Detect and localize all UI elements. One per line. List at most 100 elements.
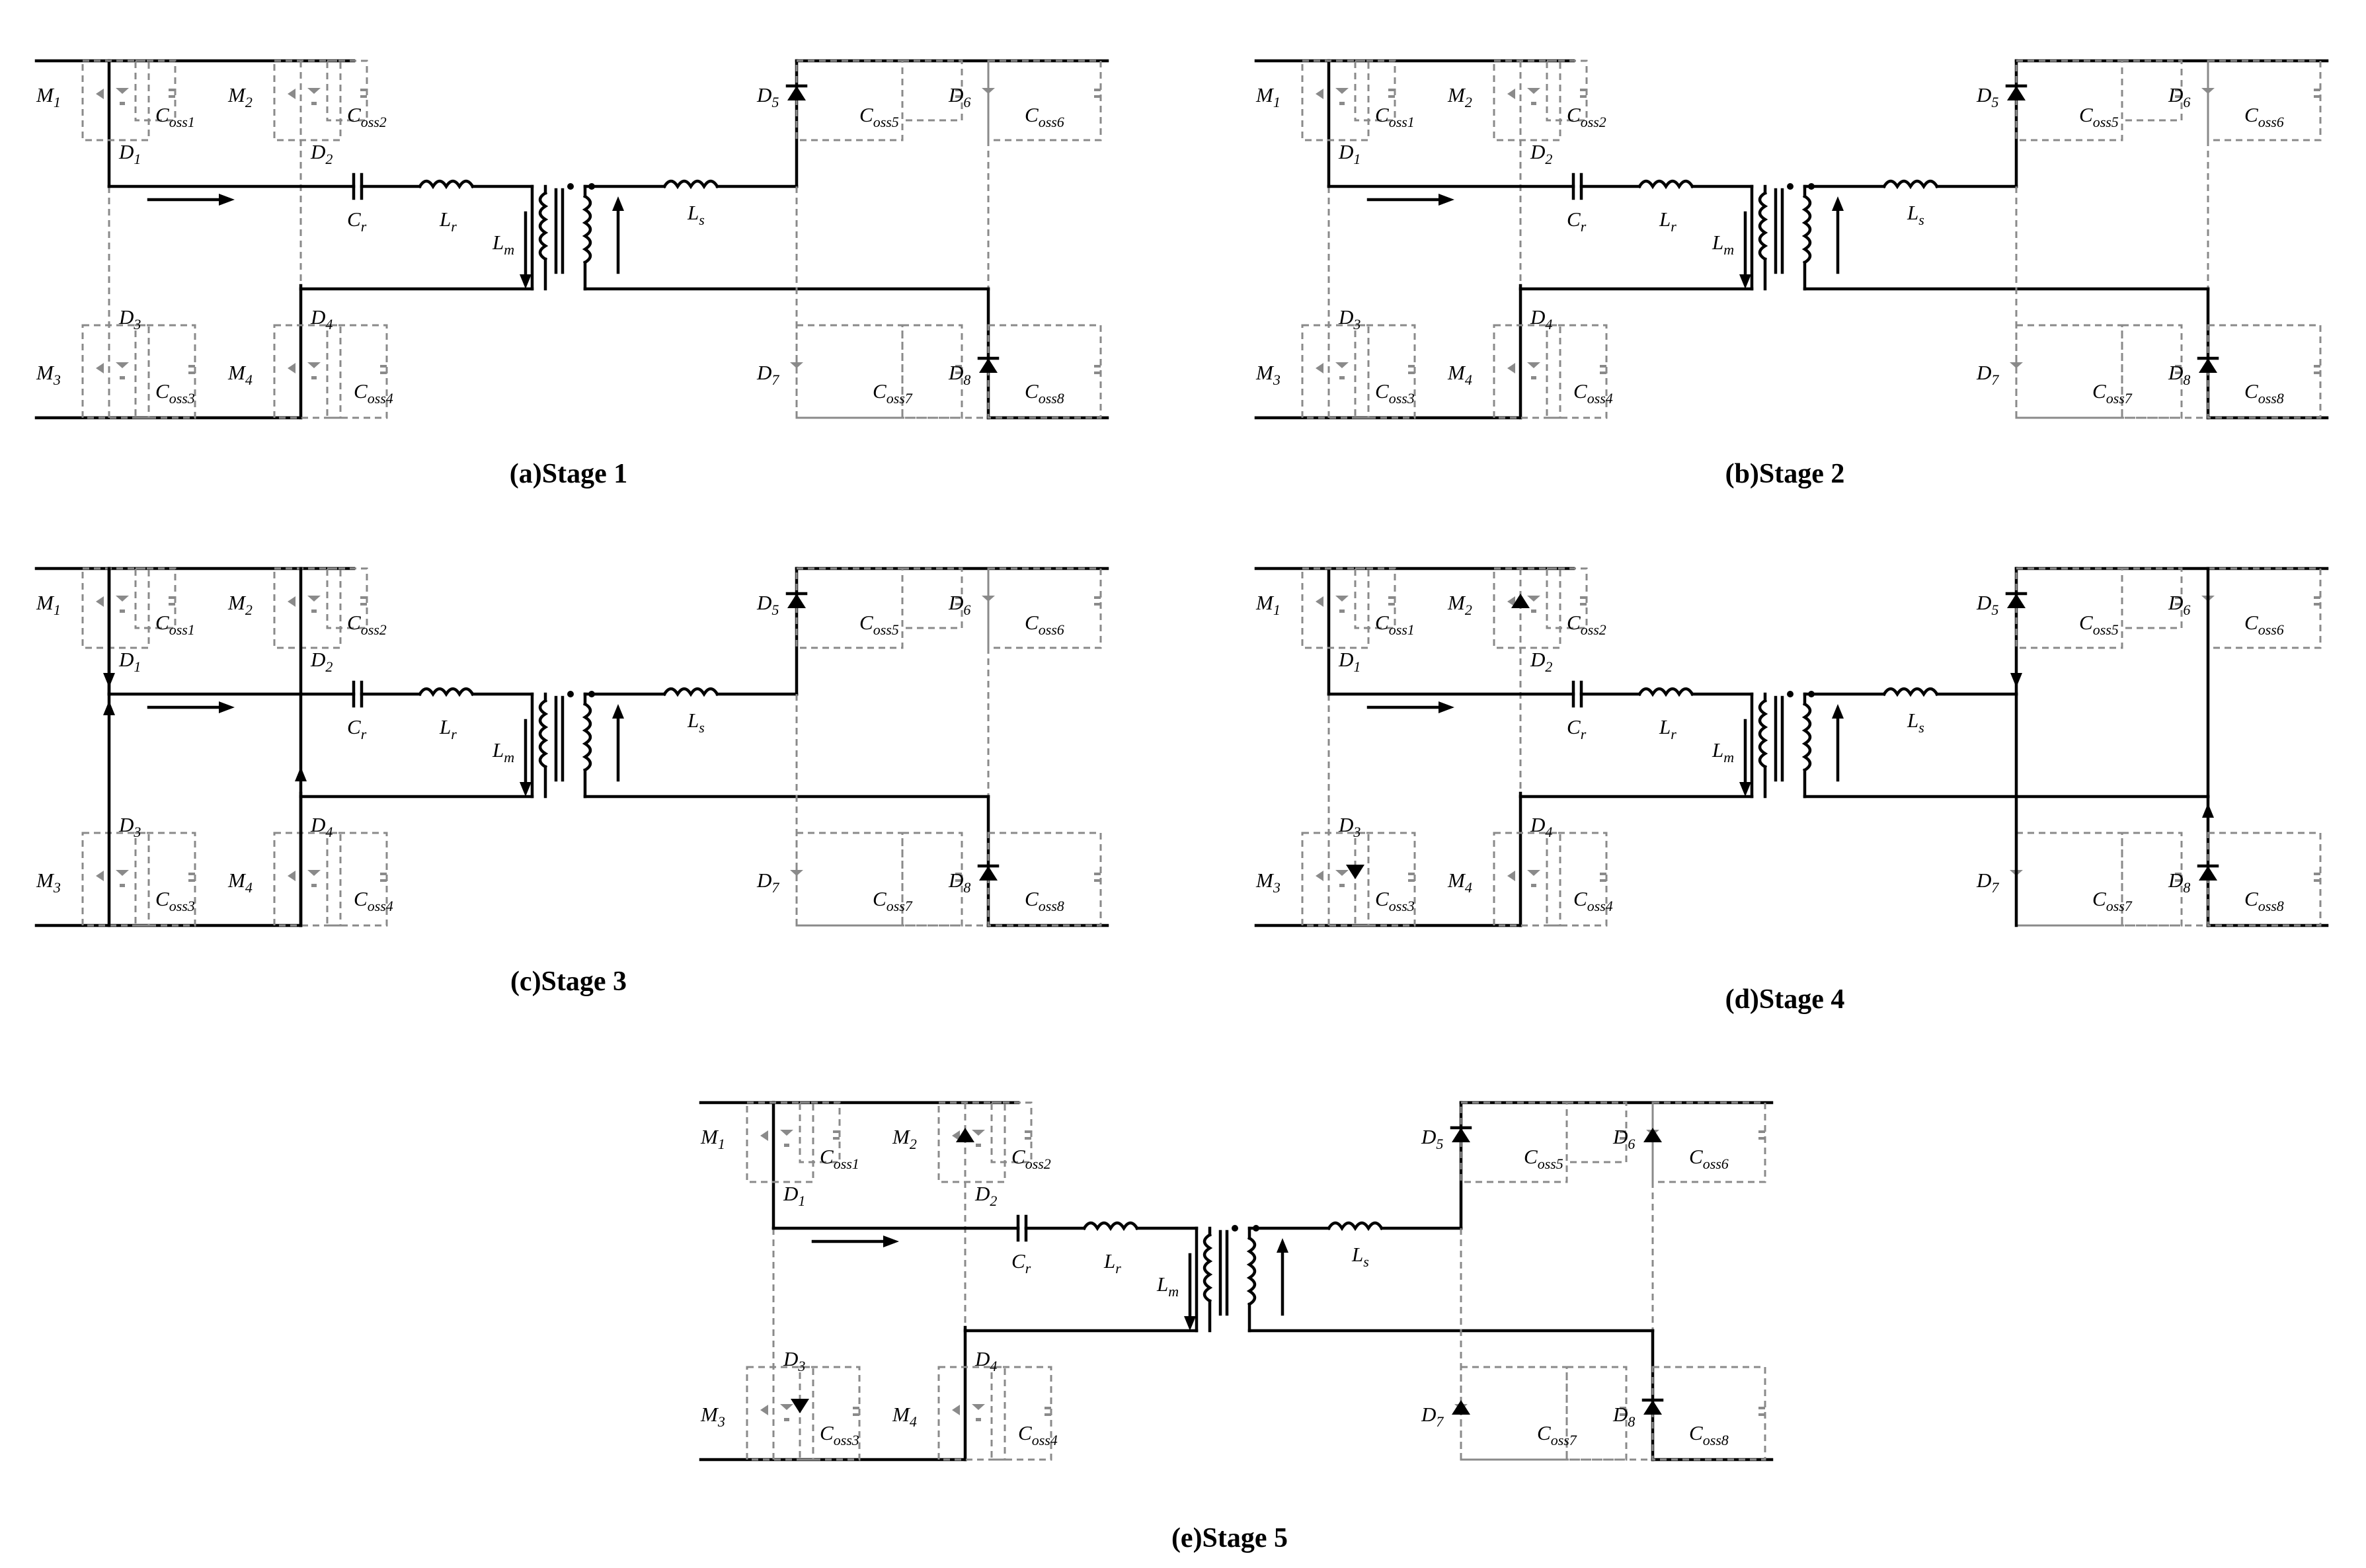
- label-d2: D2: [310, 648, 333, 675]
- label-m4: M4: [227, 869, 253, 896]
- svg-text:M2: M2: [227, 591, 253, 618]
- svg-text:Coss1: Coss1: [820, 1145, 859, 1172]
- label-coss4: Coss4: [1018, 1421, 1058, 1448]
- svg-text:M3: M3: [1255, 361, 1281, 388]
- label-d4: D4: [310, 813, 333, 840]
- svg-text:Coss7: Coss7: [2092, 887, 2133, 914]
- svg-text:Coss8: Coss8: [1689, 1421, 1729, 1448]
- svg-text:Coss5: Coss5: [2079, 611, 2119, 638]
- label-coss6: Coss6: [1025, 103, 1064, 130]
- svg-text:Lr: Lr: [1659, 715, 1676, 742]
- label-d1: D1: [1338, 648, 1360, 675]
- label-d7: D7: [1976, 869, 1999, 896]
- label-coss6: Coss6: [1025, 611, 1064, 638]
- svg-text:D4: D4: [1530, 305, 1552, 333]
- label-lm: Lm: [492, 231, 514, 258]
- label-d4: D4: [1530, 813, 1552, 840]
- svg-text:D8: D8: [2168, 869, 2190, 896]
- label-d4: D4: [1530, 305, 1552, 333]
- label-coss5: Coss5: [2079, 103, 2119, 130]
- label-d3: D3: [1338, 813, 1360, 840]
- svg-text:Coss8: Coss8: [2244, 887, 2284, 914]
- svg-text:Ls: Ls: [1907, 201, 1924, 228]
- label-coss6: Coss6: [2244, 103, 2284, 130]
- label-d7: D7: [756, 361, 779, 388]
- label-coss6: Coss6: [1689, 1145, 1729, 1172]
- svg-text:Coss2: Coss2: [1567, 611, 1606, 638]
- svg-text:Cr: Cr: [1567, 715, 1587, 742]
- svg-text:Coss1: Coss1: [155, 611, 195, 638]
- svg-text:Coss2: Coss2: [1567, 103, 1606, 130]
- svg-text:D6: D6: [948, 591, 970, 618]
- label-coss2: Coss2: [1567, 611, 1606, 638]
- svg-text:D5: D5: [756, 83, 779, 110]
- svg-text:Coss2: Coss2: [1011, 1145, 1051, 1172]
- label-lr: Lr: [1659, 208, 1676, 235]
- caption-stage-3: (c)Stage 3: [510, 966, 627, 997]
- svg-text:Coss3: Coss3: [1375, 379, 1415, 407]
- label-coss5: Coss5: [1524, 1145, 1563, 1172]
- label-coss3: Coss3: [1375, 887, 1415, 914]
- label-d7: D7: [756, 869, 779, 896]
- label-coss6: Coss6: [2244, 611, 2284, 638]
- label-cr: Cr: [347, 208, 367, 235]
- label-d1: D1: [118, 648, 141, 675]
- svg-text:Cr: Cr: [1011, 1249, 1031, 1276]
- label-m2: M2: [1447, 591, 1472, 618]
- svg-text:Coss8: Coss8: [1025, 379, 1064, 407]
- label-m1: M1: [36, 591, 61, 618]
- svg-text:Coss4: Coss4: [1573, 379, 1613, 407]
- label-m3: M3: [36, 361, 61, 388]
- label-m3: M3: [1255, 361, 1281, 388]
- svg-text:Lm: Lm: [1712, 231, 1734, 258]
- svg-text:Coss3: Coss3: [1375, 887, 1415, 914]
- label-d6: D6: [1612, 1125, 1635, 1152]
- svg-text:D5: D5: [1976, 591, 1998, 618]
- label-ls: Ls: [687, 201, 705, 228]
- label-d5: D5: [1421, 1125, 1443, 1152]
- label-d6: D6: [948, 591, 970, 618]
- label-d5: D5: [756, 591, 779, 618]
- svg-text:Coss4: Coss4: [1573, 887, 1613, 914]
- caption-stage-5: (e)Stage 5: [1171, 1523, 1288, 1553]
- label-m4: M4: [1447, 869, 1472, 896]
- label-d2: D2: [310, 140, 333, 167]
- label-d6: D6: [2168, 591, 2190, 618]
- label-d1: D1: [1338, 140, 1360, 167]
- label-coss1: Coss1: [820, 1145, 859, 1172]
- label-coss7: Coss7: [2092, 379, 2133, 407]
- svg-text:D5: D5: [756, 591, 779, 618]
- label-m4: M4: [227, 361, 253, 388]
- stage-b-circuit: M1 M2 M3 M4 D1 D2 D3 D4 D5 D6 D7 D8 Coss…: [1254, 59, 2329, 420]
- label-m1: M1: [1255, 83, 1281, 110]
- svg-text:Cr: Cr: [347, 208, 367, 235]
- label-m1: M1: [36, 83, 61, 110]
- label-m2: M2: [227, 83, 253, 110]
- svg-text:D8: D8: [2168, 361, 2190, 388]
- label-d4: D4: [974, 1347, 997, 1374]
- svg-text:Coss7: Coss7: [1537, 1421, 1577, 1448]
- label-coss8: Coss8: [2244, 887, 2284, 914]
- svg-text:D7: D7: [756, 869, 779, 896]
- svg-text:D2: D2: [1530, 648, 1552, 675]
- svg-text:D5: D5: [1976, 83, 1998, 110]
- svg-text:D5: D5: [1421, 1125, 1443, 1152]
- svg-text:D3: D3: [118, 305, 141, 333]
- svg-text:Coss5: Coss5: [2079, 103, 2119, 130]
- svg-text:D3: D3: [1338, 813, 1360, 840]
- svg-text:Lr: Lr: [439, 715, 457, 742]
- label-ls: Ls: [1351, 1243, 1369, 1270]
- stage-e-circuit: M1 M2 M3 M4 D1 D2 D3 D4 D5 D6 D7 D8 Coss…: [699, 1101, 1774, 1462]
- label-d8: D8: [948, 869, 970, 896]
- label-coss3: Coss3: [155, 887, 195, 914]
- svg-text:D1: D1: [118, 648, 141, 675]
- svg-text:Lm: Lm: [1712, 738, 1734, 765]
- svg-text:D3: D3: [783, 1347, 805, 1374]
- label-d6: D6: [948, 83, 970, 110]
- caption-stage-4: (d)Stage 4: [1725, 984, 1845, 1015]
- label-coss3: Coss3: [1375, 379, 1415, 407]
- label-d2: D2: [1530, 140, 1552, 167]
- label-ls: Ls: [1907, 709, 1924, 736]
- label-d6: D6: [2168, 83, 2190, 110]
